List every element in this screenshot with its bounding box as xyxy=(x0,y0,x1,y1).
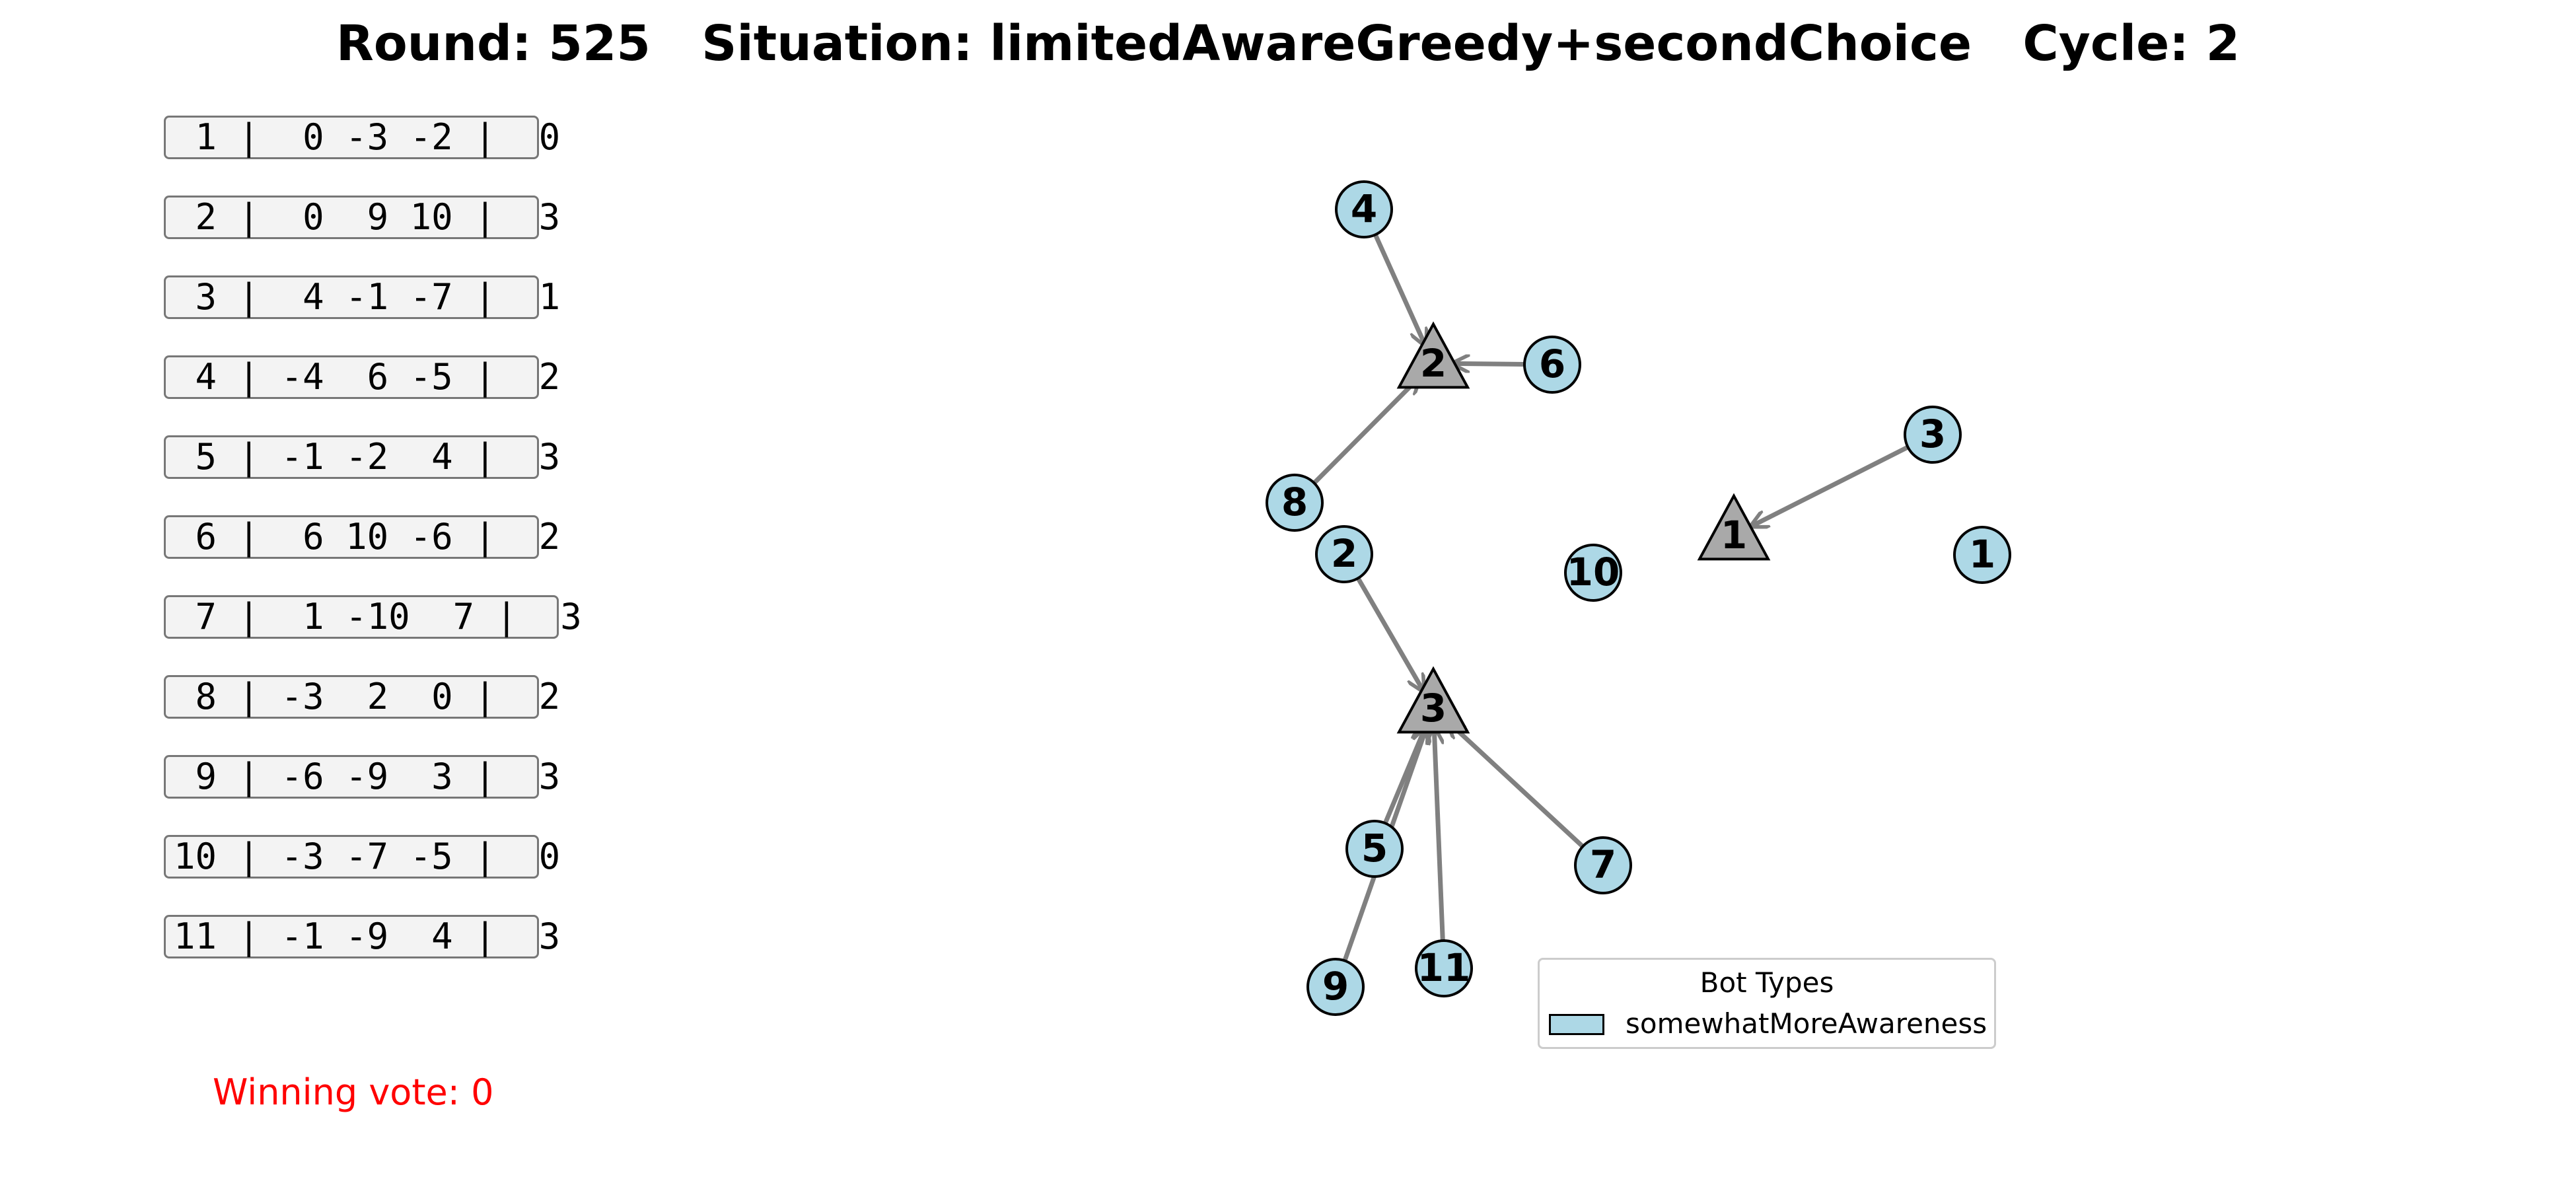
bot-label: 2 xyxy=(1331,531,1357,576)
bot-label: 7 xyxy=(1590,842,1616,887)
edge-bot-3-to-candidate-1 xyxy=(1752,445,1910,526)
bot-label: 9 xyxy=(1322,964,1349,1009)
edge-bot-11-to-candidate-3 xyxy=(1434,728,1445,941)
candidate-triangle xyxy=(1396,666,1470,734)
bot-circle xyxy=(1306,958,1365,1016)
candidate-node-1: 1 xyxy=(1697,493,1771,561)
candidate-label: 1 xyxy=(1721,513,1747,558)
bot-circle xyxy=(1345,820,1404,878)
legend-title: Bot Types xyxy=(1699,966,1834,999)
bot-node-9: 9 xyxy=(1306,958,1365,1016)
bot-node-3: 3 xyxy=(1904,406,1962,464)
bot-row-3: 3 | 4 -1 -7 | 1 xyxy=(164,275,560,319)
bot-row-6: 6 | 6 10 -6 | 2 xyxy=(164,515,560,559)
candidate-node-2: 2 xyxy=(1396,321,1470,389)
bot-label: 5 xyxy=(1361,826,1388,871)
edge-bot-8-to-candidate-2 xyxy=(1312,377,1419,485)
edge-bot-7-to-candidate-3 xyxy=(1448,721,1585,849)
candidate-label: 3 xyxy=(1420,686,1447,731)
bot-node-8: 8 xyxy=(1266,474,1324,532)
bot-row-10: 10 | -3 -7 -5 | 0 xyxy=(164,835,560,879)
edge-bot-4-to-candidate-2 xyxy=(1373,233,1425,345)
candidate-triangle xyxy=(1396,321,1470,389)
bot-row-1: 1 | 0 -3 -2 | 0 xyxy=(164,116,560,159)
edge-bot-6-to-candidate-2 xyxy=(1453,363,1525,364)
bot-circle xyxy=(1415,939,1473,997)
bot-label: 3 xyxy=(1919,412,1946,456)
bot-circle xyxy=(1523,336,1581,394)
winning-vote: Winning vote: 0 xyxy=(213,1071,494,1113)
legend-swatch xyxy=(1549,1014,1604,1035)
legend: Bot Types somewhatMoreAwareness xyxy=(1538,958,1996,1049)
edge-bot-2-to-candidate-3 xyxy=(1356,577,1423,691)
candidate-label: 2 xyxy=(1420,341,1447,386)
bot-row-7: 7 | 1 -10 7 | 3 xyxy=(164,595,582,639)
bot-row-2: 2 | 0 9 10 | 3 xyxy=(164,196,560,239)
candidate-node-3: 3 xyxy=(1396,666,1470,734)
bot-label: 8 xyxy=(1281,480,1308,524)
bot-node-5: 5 xyxy=(1345,820,1404,878)
bot-node-7: 7 xyxy=(1574,836,1632,894)
bot-circle xyxy=(1904,406,1962,464)
bot-circle xyxy=(1335,180,1393,238)
candidate-triangle xyxy=(1697,493,1771,561)
bot-circle xyxy=(1266,474,1324,532)
bot-label: 4 xyxy=(1351,186,1377,231)
bot-circle xyxy=(1953,526,2011,584)
bot-circle xyxy=(1574,836,1632,894)
bot-label: 11 xyxy=(1417,945,1471,990)
bot-node-10: 10 xyxy=(1564,544,1622,602)
chart-title: Round: 525 Situation: limitedAwareGreedy… xyxy=(336,15,2240,72)
bot-label: 10 xyxy=(1567,550,1620,594)
bot-label: 1 xyxy=(1969,532,1995,577)
bot-node-2: 2 xyxy=(1315,525,1373,583)
legend-label: somewhatMoreAwareness xyxy=(1626,1007,1987,1040)
node-layer: 1 2 3 1 2 3 4 5 6 7 8 9 10 11 xyxy=(1266,180,2011,1016)
bot-node-4: 4 xyxy=(1335,180,1393,238)
bot-node-1: 1 xyxy=(1953,526,2011,584)
bot-node-11: 11 xyxy=(1415,939,1473,997)
bot-circle xyxy=(1315,525,1373,583)
bot-circle xyxy=(1564,544,1622,602)
bot-node-6: 6 xyxy=(1523,336,1581,394)
bot-label: 6 xyxy=(1539,342,1565,386)
